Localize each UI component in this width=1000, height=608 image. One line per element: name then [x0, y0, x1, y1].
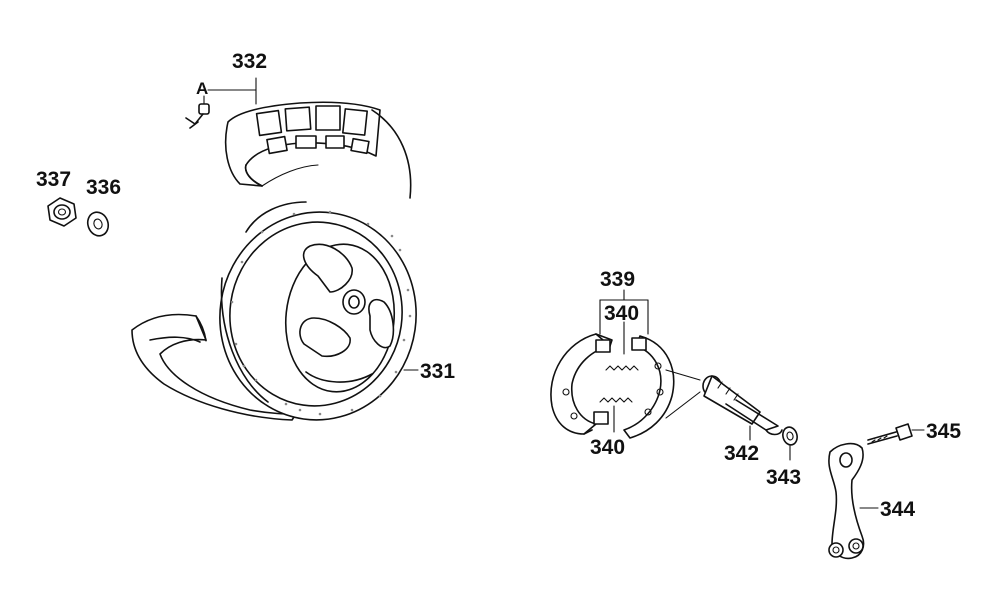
bolt-part: [867, 423, 913, 445]
tire-tread: [255, 105, 370, 155]
callout-332: 332: [232, 50, 267, 73]
brake-arm-part: [828, 442, 865, 560]
seal-washer-part: [782, 426, 798, 446]
callout-344: 344: [880, 498, 915, 521]
callout-331: 331: [420, 360, 455, 383]
rim-stipple: [230, 210, 412, 416]
tire-part: [131, 101, 412, 421]
callout-339: 339: [600, 268, 635, 291]
rim-part: [219, 201, 417, 421]
callout-345: 345: [926, 420, 961, 443]
callout-340-lower: 340: [590, 436, 625, 459]
washer-part: [86, 211, 110, 237]
callout-336: 336: [86, 176, 121, 199]
leader-lines: [203, 77, 925, 509]
callouts: 332 A 337 336 331 339 340 340 342 343 34…: [36, 50, 961, 521]
callout-337: 337: [36, 168, 71, 191]
nut-part: [47, 197, 77, 227]
cam-shaft-part: [702, 375, 783, 436]
brake-shoe-part: [550, 333, 675, 439]
valve-part: [185, 103, 210, 129]
callout-343: 343: [766, 466, 801, 489]
callout-valve: A: [196, 79, 208, 98]
callout-340-upper: 340: [604, 302, 639, 325]
callout-342: 342: [724, 442, 759, 465]
